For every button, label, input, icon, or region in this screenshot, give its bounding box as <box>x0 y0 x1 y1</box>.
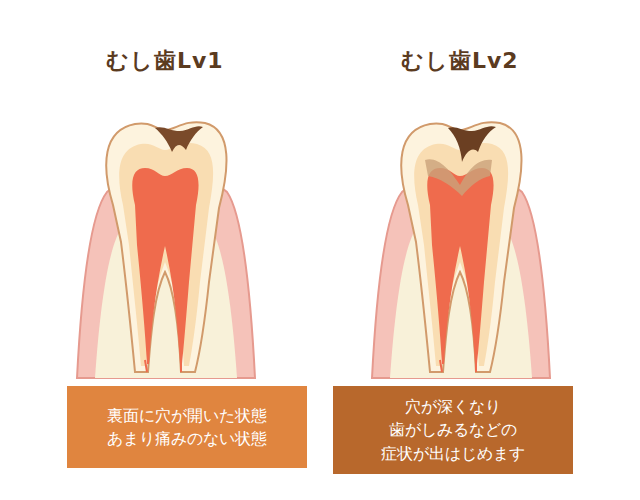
description-box: 裏面に穴が開いた状態 あまり痛みのない状態 <box>67 386 307 468</box>
description-box: 穴が深くなり 歯がしみるなどの 症状が出はじめます <box>333 386 573 474</box>
box-text: 穴が深くなり 歯がしみるなどの 症状が出はじめます <box>343 395 563 465</box>
box-text: 裏面に穴が開いた状態 あまり痛みのない状態 <box>92 404 282 450</box>
stage-title: むし歯Lv2 <box>401 46 519 76</box>
stage-title: むし歯Lv1 <box>106 46 224 76</box>
